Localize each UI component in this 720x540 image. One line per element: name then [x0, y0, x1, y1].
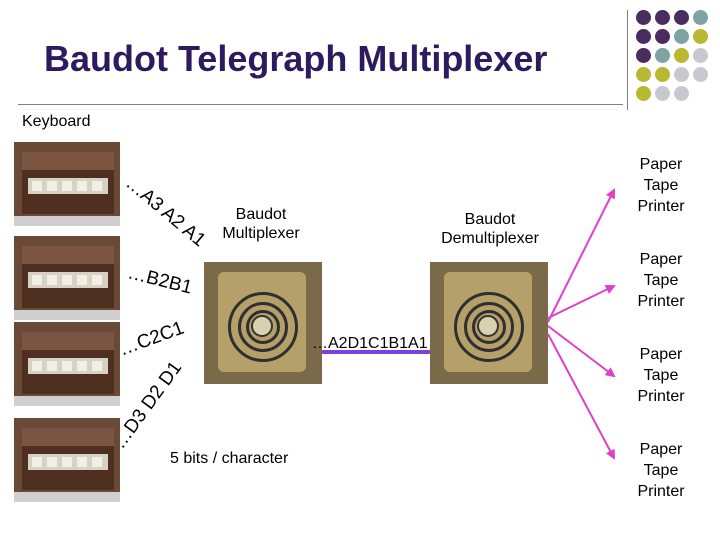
title-divider: [18, 104, 623, 105]
printer-label-line: Paper: [639, 156, 683, 173]
arrow-icon: [547, 284, 616, 319]
dot-icon: [674, 48, 689, 63]
keyboard-machine-icon: [14, 418, 120, 502]
multiplexer-machine-icon: [204, 262, 322, 384]
keyboard-machine-icon: [14, 322, 120, 406]
page-title: Baudot Telegraph Multiplexer: [44, 38, 548, 79]
dot-icon: [674, 29, 689, 44]
multiplexer-label: Baudot Multiplexer: [206, 205, 316, 243]
dot-icon: [674, 10, 689, 25]
keyboard-machine-icon: [14, 142, 120, 226]
dot-icon: [655, 48, 670, 63]
printer-label-line: Printer: [637, 388, 685, 405]
printer-label-line: Paper: [639, 251, 683, 268]
dot-icon: [636, 67, 651, 82]
printer-label: Paper Tape Printer: [618, 249, 704, 312]
dot-icon: [655, 86, 670, 101]
dot-icon: [636, 86, 651, 101]
dot-icon: [636, 48, 651, 63]
dot-icon: [636, 10, 651, 25]
dot-icon: [655, 67, 670, 82]
demultiplexer-machine-icon: [430, 262, 548, 384]
printer-label-line: Printer: [637, 293, 685, 310]
arrow-icon: [547, 188, 615, 323]
printer-label-line: Printer: [637, 483, 685, 500]
keyboard-label: Keyboard: [22, 113, 91, 130]
demultiplexer-label-line: Baudot: [464, 211, 516, 228]
printer-label: Paper Tape Printer: [618, 154, 704, 217]
printer-label-line: Tape: [643, 462, 679, 479]
dot-icon: [636, 29, 651, 44]
dot-icon: [693, 67, 708, 82]
printer-label-line: Paper: [639, 346, 683, 363]
dot-icon: [693, 10, 708, 25]
multiplexer-label-line: Baudot: [235, 206, 287, 223]
dot-icon: [693, 48, 708, 63]
printer-label-line: Tape: [643, 177, 679, 194]
dot-icon: [655, 10, 670, 25]
dot-icon: [674, 67, 689, 82]
arrow-icon: [547, 333, 615, 460]
demultiplexer-label: Baudot Demultiplexer: [420, 210, 560, 248]
dot-icon: [693, 29, 708, 44]
demultiplexer-label-line: Demultiplexer: [441, 230, 539, 247]
dot-icon: [674, 86, 689, 101]
dot-icon: [655, 29, 670, 44]
arrow-icon: [547, 325, 616, 378]
corner-divider: [627, 10, 628, 110]
bits-per-character-label: 5 bits / character: [170, 450, 289, 467]
keyboard-machine-icon: [14, 236, 120, 320]
signal-sequence-label: …A2D1C1B1A1: [312, 335, 428, 352]
printer-label-line: Paper: [639, 441, 683, 458]
printer-label-line: Tape: [643, 367, 679, 384]
multiplexer-label-line: Multiplexer: [222, 225, 300, 242]
printer-label: Paper Tape Printer: [618, 439, 704, 502]
printer-label: Paper Tape Printer: [618, 344, 704, 407]
printer-label-line: Printer: [637, 198, 685, 215]
printer-label-line: Tape: [643, 272, 679, 289]
